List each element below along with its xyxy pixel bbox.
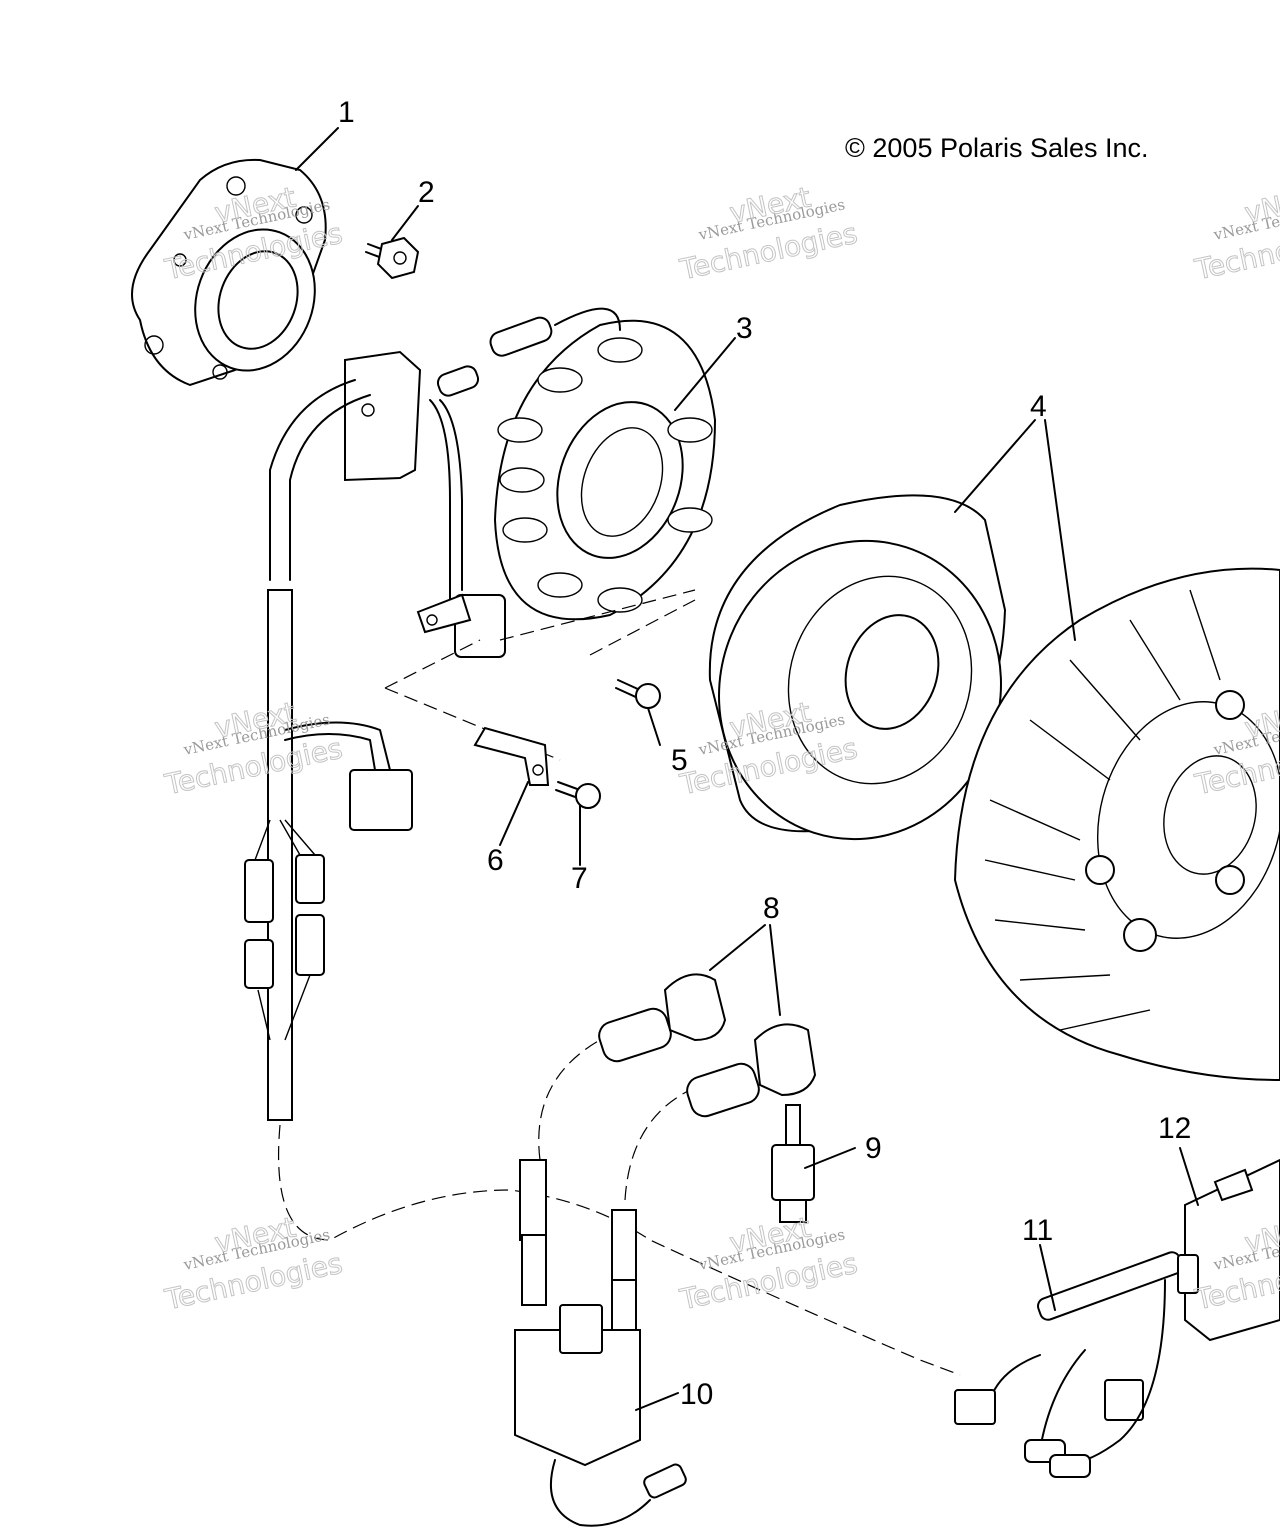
callout-11: 11 xyxy=(1022,1214,1053,1247)
watermark-8: vNext Technologies Technologies vNext xyxy=(676,1210,861,1317)
callout-12: 12 xyxy=(1158,1112,1191,1145)
part-9-spark-plug xyxy=(771,1104,815,1223)
part-4-flywheel xyxy=(708,494,1007,841)
part-12-cdi-box xyxy=(1177,1158,1280,1342)
watermark-3: vNext Technologies Technologies vNext xyxy=(1191,180,1280,287)
callout-6: 6 xyxy=(487,844,504,877)
part-7-screw xyxy=(555,781,601,809)
callout-7: 7 xyxy=(571,862,588,895)
stator-harness xyxy=(244,350,506,1121)
watermark-outline-top: vNext xyxy=(1242,180,1280,229)
watermark-7: vNext Technologies Technologies vNext xyxy=(161,1210,346,1317)
part-4-fan xyxy=(953,567,1280,1082)
callout-labels: 1 2 3 4 5 6 7 8 9 10 11 12 xyxy=(338,96,1191,1411)
callout-9: 9 xyxy=(865,1132,882,1165)
part-2-bolt xyxy=(365,236,420,280)
copyright-notice: © 2005 Polaris Sales Inc. xyxy=(845,133,1149,163)
callout-3: 3 xyxy=(736,312,753,345)
part-5-screw xyxy=(615,679,661,709)
leader-lines xyxy=(295,127,1199,1411)
callout-8: 8 xyxy=(763,892,780,925)
part-3-stator xyxy=(489,307,717,621)
part-1-cover-plate xyxy=(131,158,327,387)
part-11-wire-harness xyxy=(954,1251,1183,1478)
callout-4: 4 xyxy=(1030,390,1047,423)
watermark-4: vNext Technologies Technologies vNext xyxy=(161,695,346,802)
watermark-2: vNext Technologies Technologies vNext xyxy=(676,180,861,287)
callout-1: 1 xyxy=(338,96,355,129)
callout-2: 2 xyxy=(418,176,435,209)
callout-5: 5 xyxy=(671,744,688,777)
part-10-ignition-coil xyxy=(514,1159,687,1527)
callout-10: 10 xyxy=(680,1378,713,1411)
part-8-plug-caps xyxy=(598,973,817,1118)
part-6-bracket xyxy=(473,726,550,786)
